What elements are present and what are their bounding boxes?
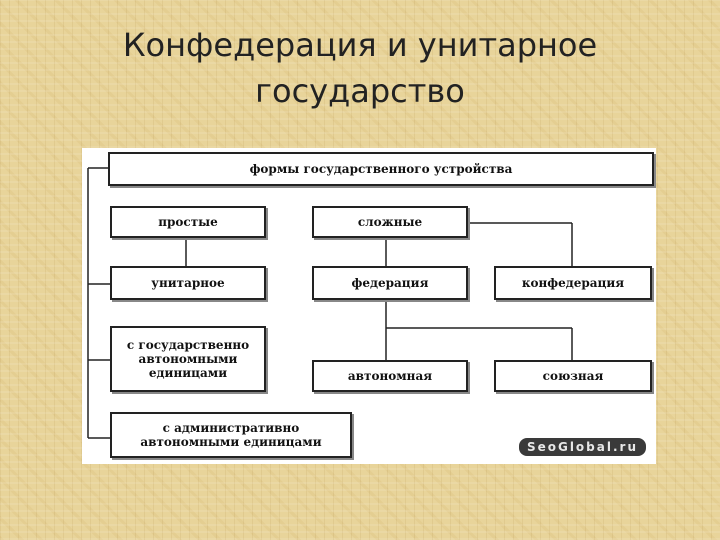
slide-title: Конфедерация и унитарное государство	[0, 22, 720, 114]
box-unitary: унитарное	[110, 266, 266, 300]
watermark: SeoGlobal.ru	[518, 438, 646, 456]
box-unitary-label: унитарное	[151, 276, 225, 290]
box-confederation-label: конфедерация	[521, 276, 625, 290]
box-state-forms: формы государственного устройства	[108, 152, 654, 186]
box-simple: простые	[110, 206, 266, 238]
box-federation: федерация	[312, 266, 468, 300]
box-confederation: конфедерация	[494, 266, 652, 300]
box-admin-autonomous-label: с административно автономными единицами	[140, 421, 322, 449]
box-admin-autonomous: с административно автономными единицами	[110, 412, 352, 458]
watermark-text: SeoGlobal.ru	[526, 440, 638, 454]
state-forms-diagram: формы государственного устройства просты…	[82, 148, 656, 464]
box-autonomous: автономная	[312, 360, 468, 392]
connector-lines	[87, 167, 573, 439]
box-complex: сложные	[312, 206, 468, 238]
box-union-label: союзная	[542, 369, 604, 383]
title-line-1: Конфедерация и унитарное	[122, 26, 598, 64]
title-line-2: государство	[255, 72, 465, 110]
box-federation-label: федерация	[351, 276, 429, 290]
box-union: союзная	[494, 360, 652, 392]
box-state-autonomous: с государственно автономными единицами	[110, 326, 266, 392]
box-state-forms-label: формы государственного устройства	[249, 162, 513, 176]
box-autonomous-label: автономная	[347, 369, 433, 383]
box-complex-label: сложные	[357, 215, 423, 229]
box-state-autonomous-label: с государственно автономными единицами	[126, 338, 250, 380]
box-simple-label: простые	[158, 215, 218, 229]
